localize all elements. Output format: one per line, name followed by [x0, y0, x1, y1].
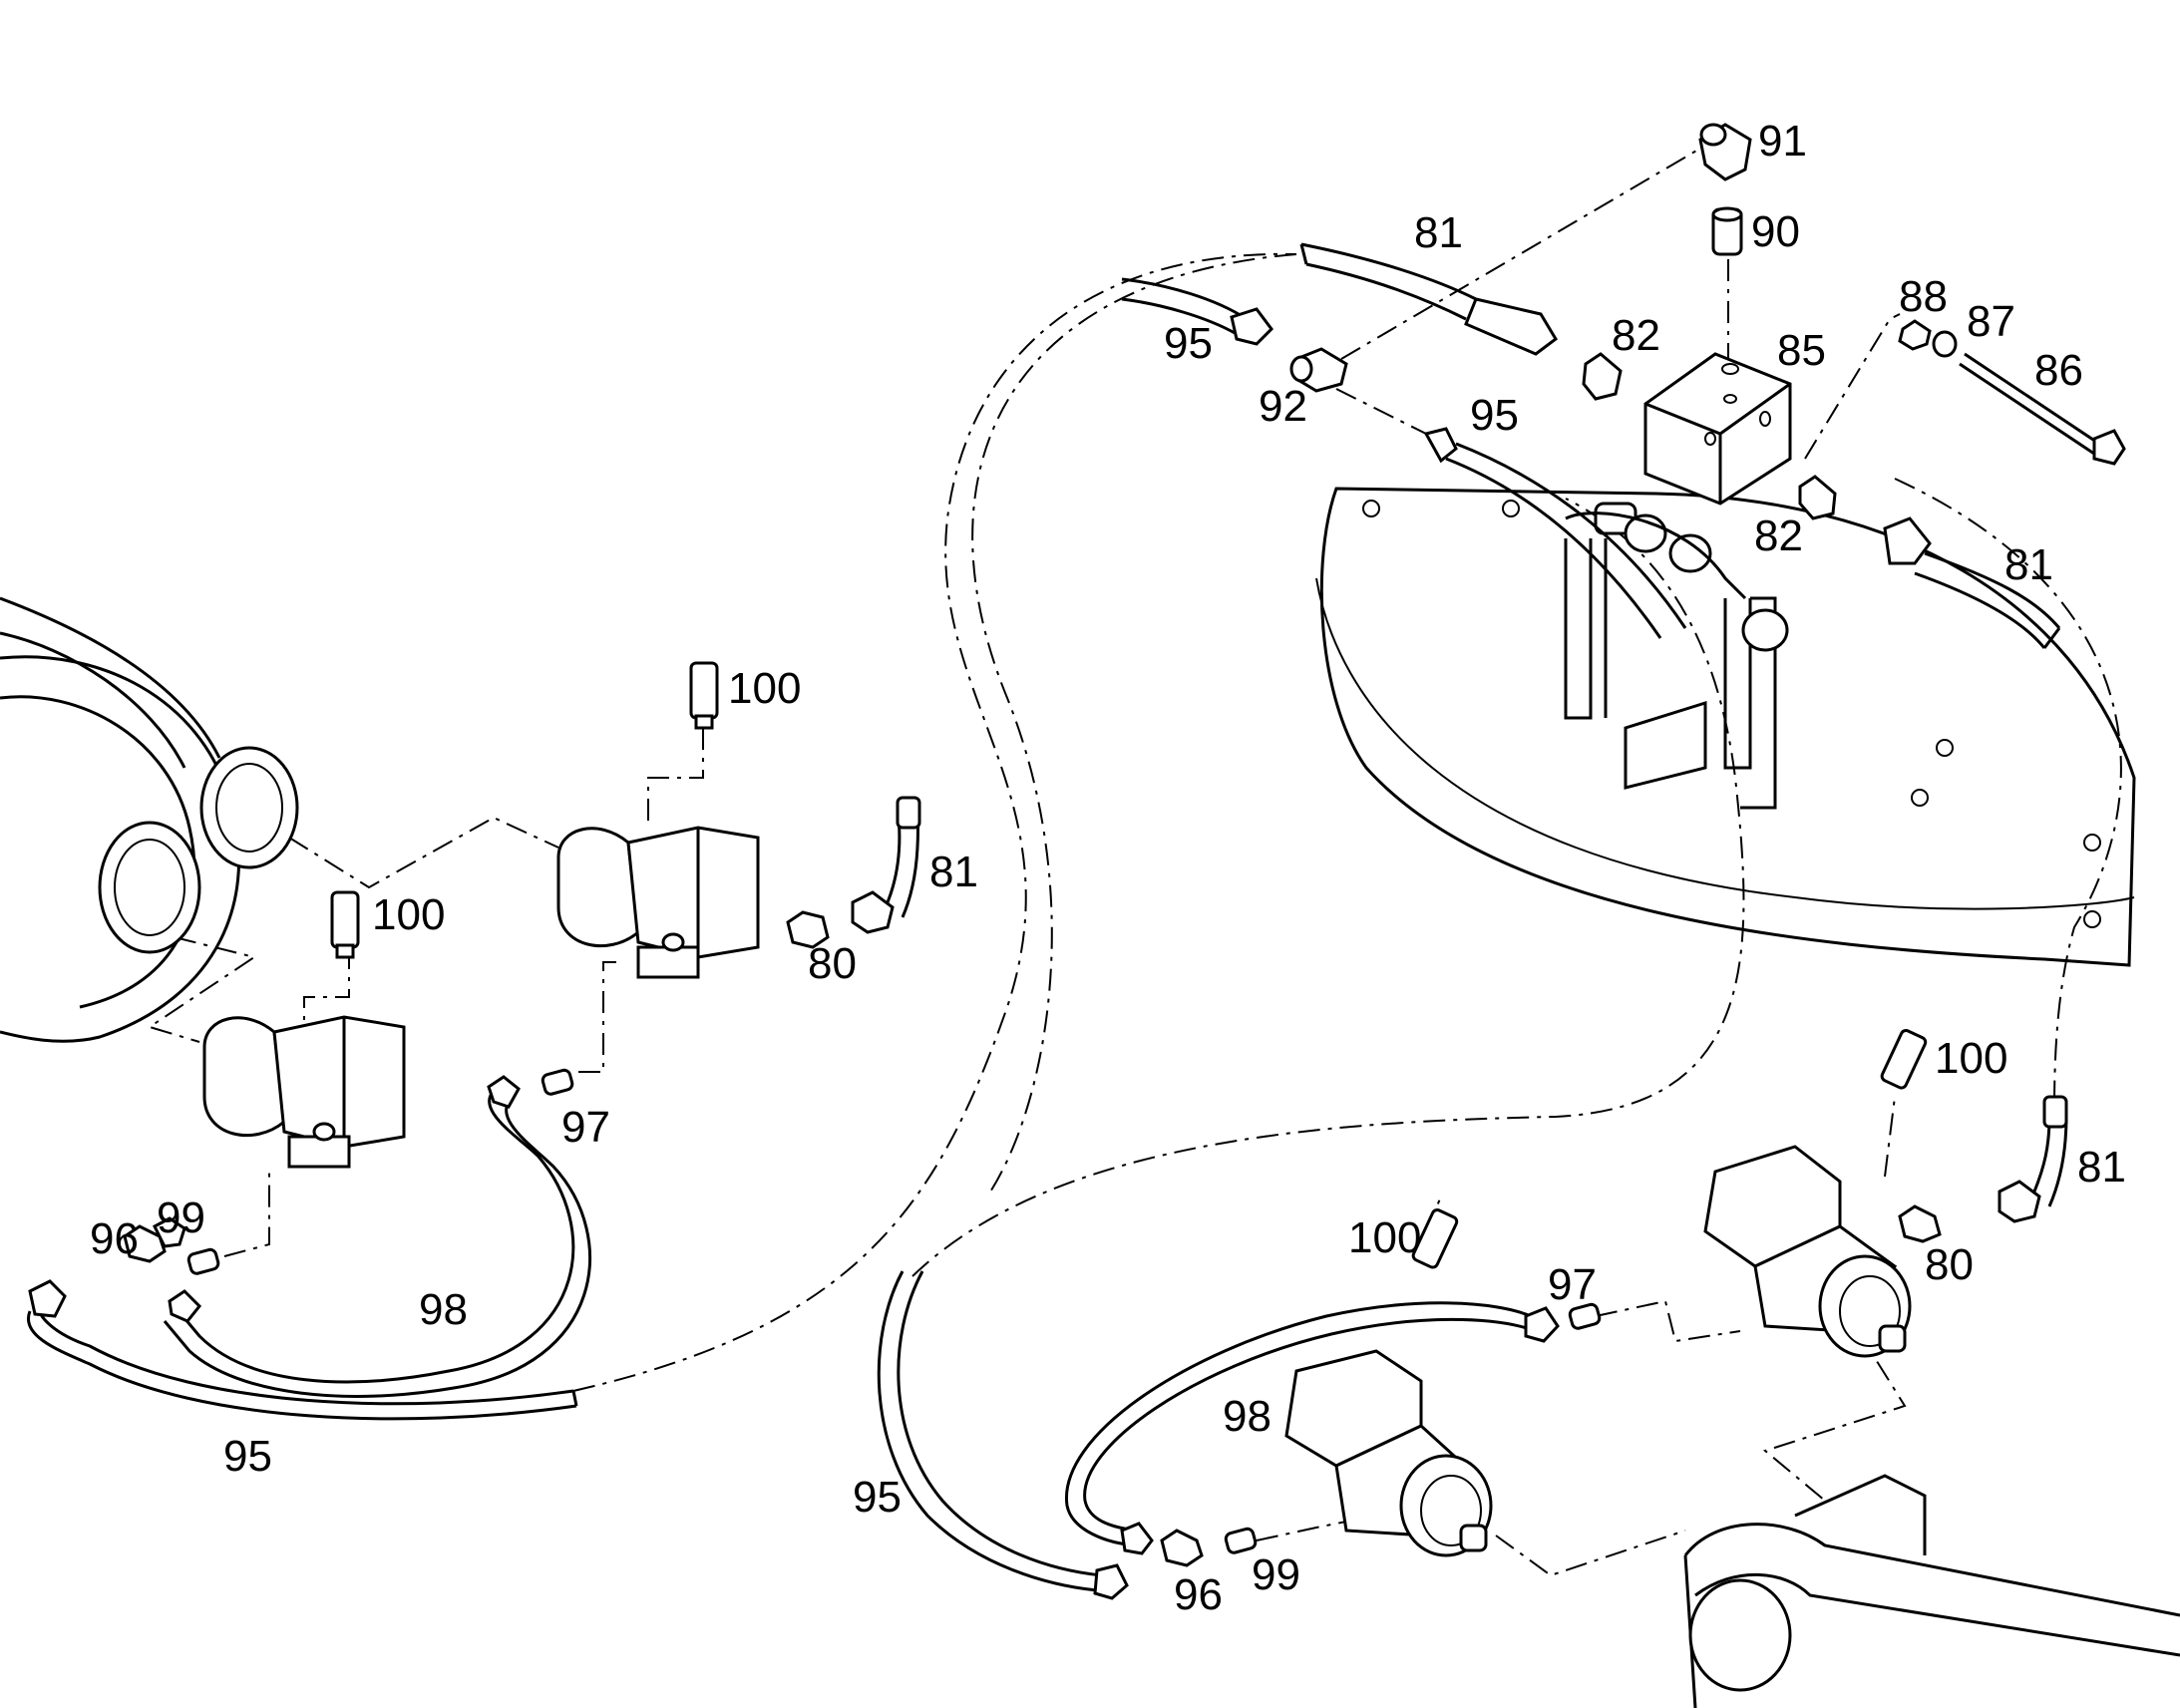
part-label-81: 81 — [2004, 540, 2053, 589]
part-label-95: 95 — [223, 1432, 272, 1481]
valve-assembly-right — [1703, 1145, 1912, 1358]
part-label-80: 80 — [1925, 1240, 1974, 1289]
part-labels: 91 90 81 82 85 88 87 86 95 92 95 82 81 1… — [90, 117, 2126, 1619]
part-label-82: 82 — [1612, 311, 1660, 360]
part-label-95: 95 — [853, 1473, 902, 1522]
part-label-95: 95 — [1470, 391, 1519, 440]
part-label-82: 82 — [1754, 512, 1803, 560]
part-label-81: 81 — [2077, 1143, 2126, 1192]
hoses-left — [26, 1075, 591, 1421]
part-label-96: 96 — [90, 1214, 139, 1263]
part-label-95: 95 — [1164, 319, 1213, 368]
mounting-plate — [1315, 487, 2136, 967]
part-label-96: 96 — [1174, 1570, 1223, 1619]
part-label-81: 81 — [929, 848, 978, 896]
part-label-99: 99 — [157, 1194, 205, 1242]
valve-assembly-lower-left — [202, 1015, 406, 1169]
part-label-85: 85 — [1777, 326, 1826, 375]
part-label-97: 97 — [561, 1103, 610, 1152]
left-drive-drum — [0, 596, 299, 1043]
part-label-88: 88 — [1899, 272, 1948, 321]
part-label-98: 98 — [1223, 1392, 1272, 1441]
hoses-lower-right — [877, 1270, 1560, 1600]
valve-block-85 — [1643, 352, 1792, 506]
part-label-87: 87 — [1967, 297, 2015, 346]
part-label-91: 91 — [1758, 117, 1807, 166]
fittings-top — [1289, 123, 2126, 520]
part-label-99: 99 — [1252, 1550, 1300, 1599]
hoses-top — [1121, 242, 2061, 649]
part-label-100: 100 — [1935, 1034, 2007, 1083]
part-label-86: 86 — [2034, 346, 2083, 395]
valve-assembly-lower-center — [1284, 1349, 1493, 1557]
part-label-100: 100 — [1348, 1213, 1421, 1262]
part-label-100: 100 — [372, 890, 445, 939]
part-label-98: 98 — [419, 1285, 468, 1334]
fittings-left — [123, 796, 921, 1275]
part-label-90: 90 — [1751, 207, 1800, 256]
part-label-81: 81 — [1414, 208, 1463, 257]
part-label-97: 97 — [1548, 1260, 1597, 1309]
valve-assembly-upper-left — [556, 826, 760, 979]
sensor-fittings — [330, 661, 1928, 1269]
right-drive-drum — [1683, 1474, 2180, 1708]
part-label-92: 92 — [1259, 382, 1307, 431]
part-label-80: 80 — [808, 939, 857, 988]
part-label-100: 100 — [728, 664, 801, 713]
fittings-lower-right — [1160, 1095, 2068, 1567]
